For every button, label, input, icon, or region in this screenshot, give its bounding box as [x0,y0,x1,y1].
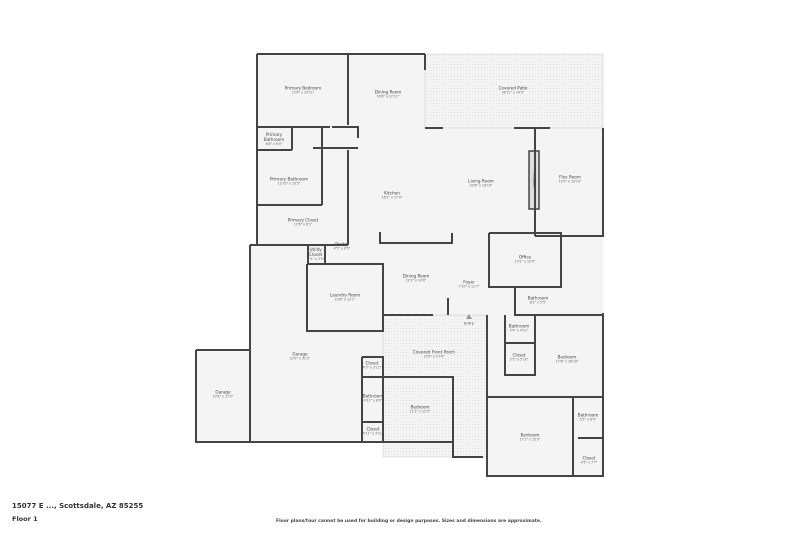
room-name: Bedroom [410,404,430,410]
room-name: Laundry Room [329,292,361,298]
room-dims: 15'6" x 14'11" [291,90,315,95]
room-dims: 6'8" x 6'0" [265,142,283,146]
room-dims: 17'2" x 15'3" [519,437,541,442]
room-dims: 17'8" x 16'10" [555,359,579,364]
property-address: 15077 E ..., Scottsdale, AZ 85255 [12,502,144,510]
room-dims: 16'1" x 17'0" [381,195,403,200]
room-dims: 8'2" x 5'5" [529,300,547,305]
room-name: Covered Front Porch [412,349,456,355]
room-dims: 4'11" x 8'0" [363,398,383,403]
room-name: Dining Room [374,89,402,95]
entry-label: Entry [463,320,475,326]
room-dims: 5'5" x 8'0" [579,417,597,422]
room-name: Closet [366,426,380,432]
room-name: Covered Patio [498,85,528,91]
covered-front-porch-area [382,314,488,458]
room-name: Foyer [463,279,475,285]
room-dims: 12'2" x 12'5" [409,409,431,414]
room-name: Living Room [468,178,494,184]
room-dims: 4'5" x 7'7" [580,460,598,465]
room-name: Primary Bathroom [263,132,285,142]
entry-arrow [466,314,472,319]
room-name: Utility Closet [309,247,323,257]
room-floors [196,54,603,476]
room-name: Dining Room [402,273,430,279]
room-dims: 13'2" x 13'0" [514,259,536,264]
room-name: Primary Bathroom [269,176,309,182]
room-name: Closet [582,455,596,461]
room-name: Closet [512,352,526,358]
room-dims: 10'9" x 27'0" [423,354,445,359]
room-name: Closet [365,360,379,366]
room-dims: 23'9" x 32'2" [289,356,311,361]
covered-patio-area [424,53,604,129]
room-dims: 2'1" x 3'5" [307,257,325,261]
room-name: Garage [215,389,231,395]
room-dims: 10'8" x 17'0" [212,394,234,399]
room-dims: 38'11" x 14'3" [501,90,525,95]
room-name: Bathroom [527,295,549,301]
room-dims: 5'2" x 5'10" [509,357,529,362]
room-name: Office [518,254,532,260]
room-dims: 12'10" x 10'5" [277,181,301,186]
room-name: Primary Bedroom [284,85,322,91]
room-name: Kitchen [384,190,400,196]
room-dims: 10'8" x 12'1" [334,297,356,302]
room-dims: 4'5" x 6'5" [333,246,351,251]
room-dims: 20'8" x 18'10" [469,183,493,188]
room-name: Flex Room [559,174,581,180]
room-name: Primary Closet [287,217,319,223]
room-name: Bathroom [508,323,530,329]
room-dims: 5'11" x 3'11" [362,431,384,436]
room-dims: 7'10" x 11'7" [458,284,480,289]
disclaimer: Floor plans/tour cannot be used for buil… [276,519,542,524]
fireplace-label: Fireplace [531,172,536,188]
room-name: Garage [292,351,308,357]
room-dims: 17'6" x 6'1" [293,222,313,227]
room-dims: 5'4" x 4'11" [509,328,529,333]
room-name: Bathroom [577,412,599,418]
room-dims: 4'3" x 3'11" [362,365,382,370]
room-dims: 16'6" x 12'11" [376,94,400,99]
room-name: Bedroom [557,354,577,360]
room-dims: 12'0" x 19'10" [558,179,582,184]
room-name: Pantry [335,241,349,247]
room-name: Bedroom [520,432,540,438]
room-dims: 12'2" x 14'0" [405,278,427,283]
floor-label: Floor 1 [12,515,38,523]
walls [195,53,604,477]
room-name: Bathroom [362,393,384,399]
